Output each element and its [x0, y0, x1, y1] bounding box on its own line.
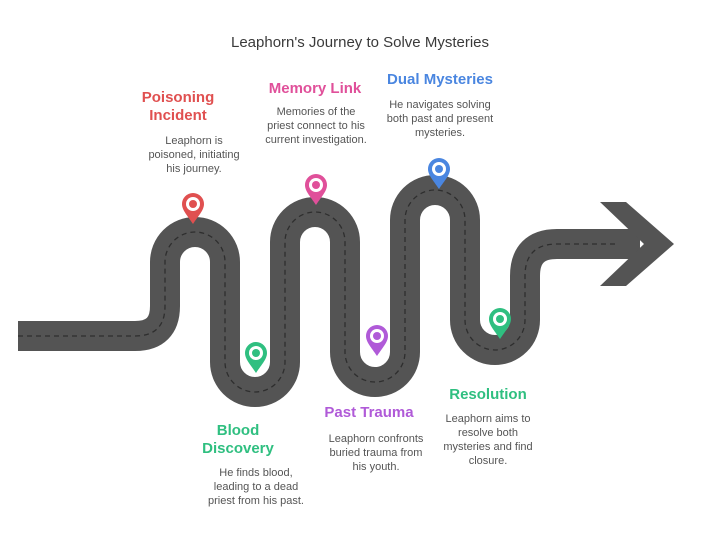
diagram-title: Leaphorn's Journey to Solve Mysteries: [231, 34, 489, 51]
resolution-desc: Leaphorn aims to resolve both mysteries …: [443, 413, 533, 467]
poisoning-desc: Leaphorn is poisoned, initiating his jou…: [148, 135, 240, 175]
pin-resolution-icon: [489, 308, 511, 339]
blood-desc: He finds blood, leading to a dead priest…: [208, 467, 304, 507]
pin-trauma-icon: [366, 325, 388, 356]
trauma-desc: Leaphorn confronts buried trauma from hi…: [328, 433, 424, 473]
pin-blood-icon: [245, 342, 267, 373]
trauma-title: Past Trauma: [324, 404, 414, 421]
poisoning-title: Poisoning Incident: [141, 89, 215, 124]
memory-title: Memory Link: [268, 80, 362, 97]
memory-desc: Memories of the priest connect to his cu…: [265, 106, 367, 146]
pin-dual-icon: [428, 158, 450, 189]
dual-title: Dual Mysteries: [387, 71, 493, 88]
blood-title: Blood Discovery: [202, 422, 274, 457]
pin-poisoning-icon: [182, 193, 204, 224]
resolution-title: Resolution: [449, 386, 527, 403]
pin-memory-icon: [305, 174, 327, 205]
road: [18, 175, 674, 407]
dual-desc: He navigates solving both past and prese…: [386, 99, 494, 139]
